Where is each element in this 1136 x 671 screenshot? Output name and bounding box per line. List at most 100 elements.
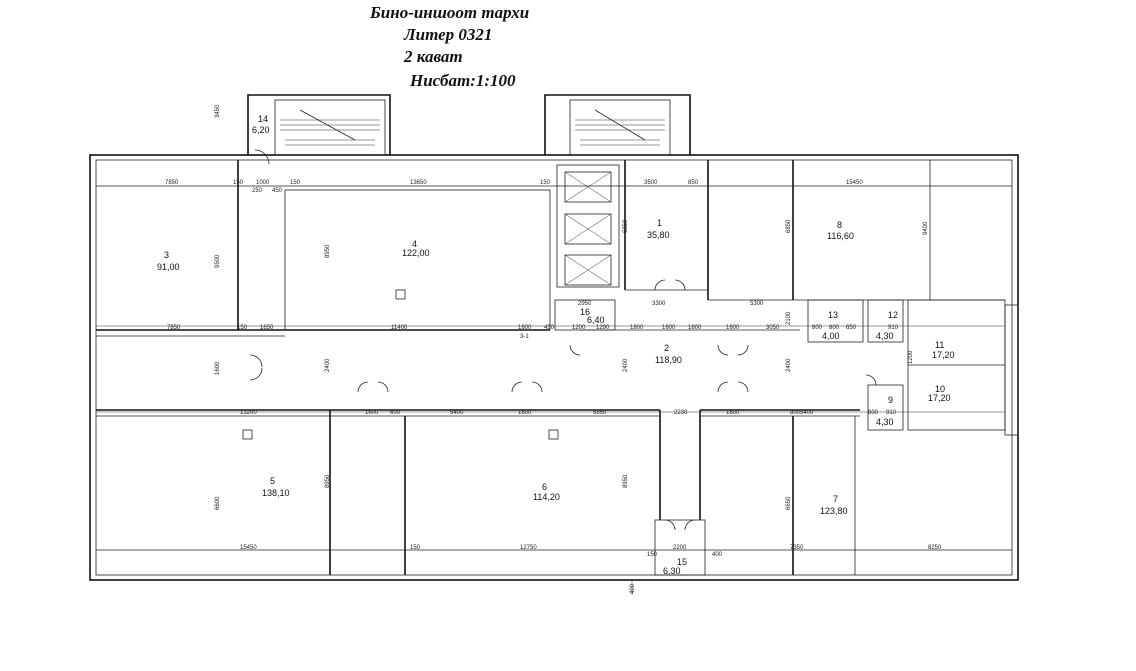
dimension-label: 250 <box>252 188 263 194</box>
dimension-label: 850 <box>688 180 699 186</box>
door-swing <box>865 374 877 386</box>
room-8-number: 8 <box>837 220 842 230</box>
column <box>242 429 253 440</box>
dimension-label: 1650 <box>260 325 274 331</box>
dimensions-vertical: 3450 9500 8950 6850 6850 2400 2400 2400 … <box>215 104 929 594</box>
dimension-label: 150 <box>410 545 421 551</box>
dimensions-bottom: 15450 150 12750 150 2200 400 7350 8250 <box>240 545 942 558</box>
dimension-label: 3300 <box>652 301 666 307</box>
dimension-label: 13200 <box>240 410 257 416</box>
dimension-label: 13650 <box>410 180 427 186</box>
dimension-label: 3450 <box>215 104 221 118</box>
dimension-label: 1600 <box>365 410 379 416</box>
room-3-area: 91,00 <box>157 262 180 272</box>
room-13-area: 4,00 <box>822 331 840 341</box>
dimension-label: 15450 <box>846 180 863 186</box>
room-6-area: 114,20 <box>533 492 560 502</box>
dimension-label: 6650 <box>786 496 792 510</box>
dimension-label: 1290 <box>596 325 610 331</box>
title-line-4: Нисбат:1:100 <box>409 71 516 90</box>
column <box>395 289 406 300</box>
room-11-area: 17,20 <box>932 350 955 360</box>
dimension-label: 5400 <box>450 410 464 416</box>
door-swing <box>249 354 263 381</box>
dimension-label: 800 <box>790 410 801 416</box>
dimension-label: 6850 <box>786 219 792 233</box>
door-swing <box>664 519 696 531</box>
room-14-area: 6,20 <box>252 125 270 135</box>
room-5-area: 138,10 <box>262 488 290 498</box>
room-15-area: 6,30 <box>663 566 681 576</box>
elevator-shaft-3 <box>564 254 612 286</box>
building-inner-outline <box>95 159 1013 576</box>
stair-arrow <box>594 109 646 141</box>
room-6-number: 6 <box>542 482 547 492</box>
room-16-walls <box>554 299 616 331</box>
room-9-number: 9 <box>888 395 893 405</box>
dimension-label: 6600 <box>215 496 221 510</box>
interior-walls <box>96 160 1012 576</box>
dimension-label: 2400 <box>325 358 331 372</box>
dimension-label: 1200 <box>908 350 914 364</box>
dimension-label: 5300 <box>750 301 764 307</box>
dimension-label: 800 <box>868 410 879 416</box>
dimension-label: 2400 <box>623 358 629 372</box>
dimension-label: 3-1 <box>520 334 529 340</box>
room-10-number: 10 <box>935 384 945 394</box>
elevator-block <box>556 164 620 288</box>
stair-treads <box>280 109 665 146</box>
room-1-number: 1 <box>657 218 662 228</box>
room-9-area: 4,30 <box>876 417 894 427</box>
dimensions-lower-corridor: 13200 1600 600 5400 1600 5850 2230 1600 … <box>240 410 897 416</box>
door-swing <box>569 344 581 356</box>
door-swing <box>654 279 686 291</box>
door-swing <box>357 381 389 393</box>
room-1-area: 35,80 <box>647 230 670 240</box>
title-block: Бино-иншоот тархи Литер 0321 2 кават Нис… <box>369 3 529 90</box>
room-9-walls <box>867 384 904 431</box>
shaft-cross <box>564 254 612 286</box>
column <box>548 429 559 440</box>
dimension-label: 11400 <box>391 325 408 331</box>
door-swing <box>717 344 749 356</box>
dimension-label: 1600 <box>726 325 740 331</box>
room-12-area: 4,30 <box>876 331 894 341</box>
dimension-label: 1800 <box>630 325 644 331</box>
room-12-number: 12 <box>888 310 898 320</box>
room-5-number: 5 <box>270 476 275 486</box>
dimension-label: 1600 <box>518 325 532 331</box>
room-15-number: 15 <box>677 557 687 567</box>
dimension-label: 650 <box>846 325 857 331</box>
dimension-label: 8950 <box>325 244 331 258</box>
dimension-label: 800 <box>829 325 840 331</box>
dimension-label: 9400 <box>923 221 929 235</box>
room-2-area: 118,90 <box>655 355 682 365</box>
dimension-label: 150 <box>540 180 551 186</box>
dimension-label: 7850 <box>167 325 181 331</box>
dimension-label: 2230 <box>674 410 688 416</box>
room-7-number: 7 <box>833 494 838 504</box>
dimension-label: 8250 <box>928 545 942 551</box>
room-12-walls <box>867 299 904 343</box>
room-14-number: 14 <box>258 114 268 124</box>
elevator-shaft-1 <box>564 171 612 203</box>
dimension-label: 9500 <box>215 254 221 268</box>
shaft-cross <box>564 171 612 203</box>
title-line-3: 2 кават <box>403 47 463 66</box>
dimension-label: 2400 <box>786 358 792 372</box>
dimension-label: 12750 <box>520 545 537 551</box>
doors <box>249 149 877 531</box>
room-15-walls <box>654 519 706 576</box>
title-line-2: Литер 0321 <box>403 25 492 44</box>
dimension-label: 1200 <box>572 325 586 331</box>
room-3-number: 3 <box>164 250 169 260</box>
dimension-label: 400 <box>630 583 636 594</box>
stair-tower-left <box>247 94 391 155</box>
room-16-area: 6,40 <box>587 315 605 325</box>
dimension-label: 3500 <box>644 180 658 186</box>
dimension-label: 8950 <box>325 474 331 488</box>
room-7-area: 123,80 <box>820 506 848 516</box>
room-10-area: 17,20 <box>928 393 951 403</box>
room-2-number: 2 <box>664 343 669 353</box>
room-labels: 1 35,80 2 118,90 3 91,00 4 122,00 5 138,… <box>157 114 955 576</box>
